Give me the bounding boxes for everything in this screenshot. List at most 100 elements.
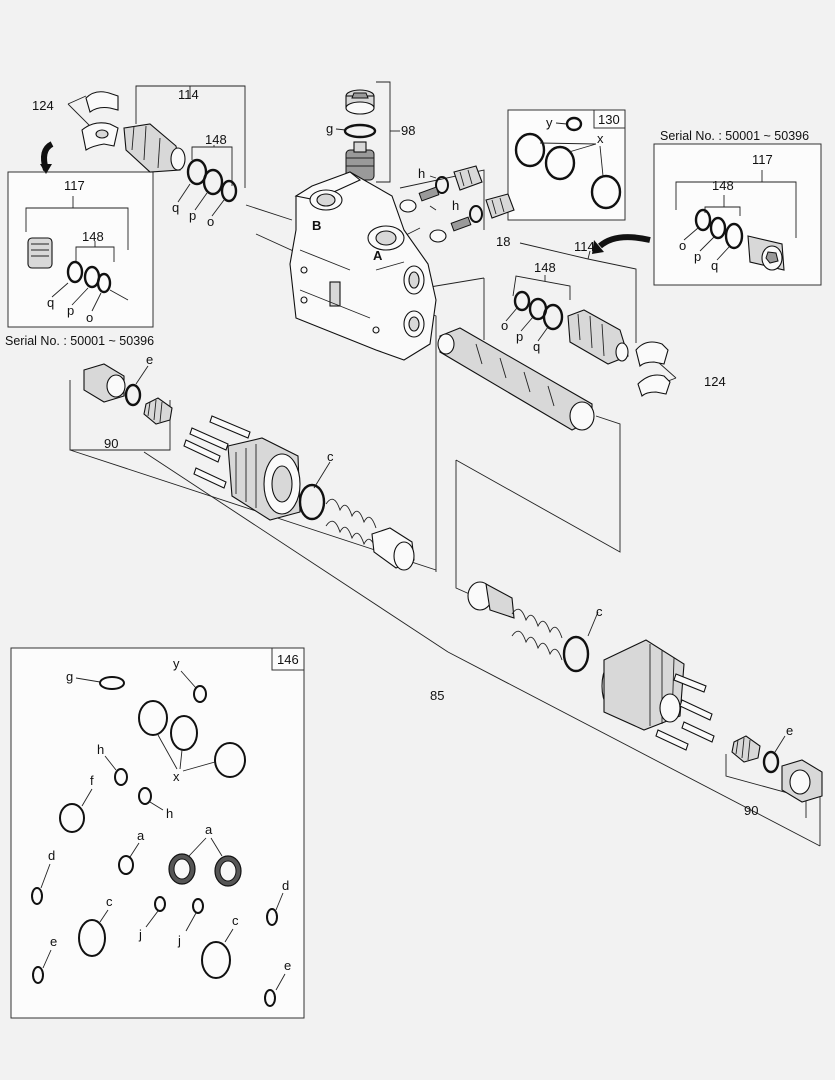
kit-label-f: f (90, 773, 94, 788)
kit-label-d-2: d (282, 878, 289, 893)
ring-p-top (202, 168, 224, 196)
cap-90-right (781, 759, 823, 803)
ring-label-q-right: q (711, 258, 718, 273)
ring-q-mid (542, 303, 564, 331)
kit-ring-g (99, 676, 125, 690)
kit-ring-c-1 (78, 919, 106, 957)
kit-ring-c-2 (201, 941, 231, 979)
callout-h-lower: h (452, 198, 459, 213)
ring-c-left (298, 483, 326, 521)
callout-g-top: g (326, 121, 333, 136)
spring-right (511, 608, 563, 661)
ring-label-o-right: o (679, 238, 686, 253)
kit-label-e-2: e (284, 958, 291, 973)
kit-label-j-1: j (138, 927, 142, 942)
serial-note-right: Serial No. : 50001 ~ 50396 (660, 129, 809, 143)
ring-label-p-left: p (67, 303, 74, 318)
spring-cover-right (601, 639, 685, 731)
callout-130: 130 (598, 112, 620, 127)
cap-90-left (83, 363, 126, 403)
callout-146: 146 (277, 652, 299, 667)
kit-label-a-1: a (137, 828, 145, 843)
ring-q-left (66, 260, 84, 284)
clamp-124-left (81, 91, 119, 151)
callout-117-right: 117 (752, 152, 773, 167)
kit-label-d-1: d (48, 848, 55, 863)
kit-ring-f (59, 803, 85, 833)
clamp-124-right (635, 341, 671, 398)
ring-e-left (124, 383, 142, 407)
callout-85: 85 (430, 688, 444, 703)
port-label-b: B (312, 218, 321, 233)
kit-ring-j-2 (192, 898, 204, 914)
callout-148-top: 148 (205, 132, 227, 147)
callout-c-left: c (327, 449, 334, 464)
ring-x-130-c (590, 174, 622, 210)
ring-q-right (724, 222, 744, 250)
callout-c-right: c (596, 604, 603, 619)
spring-left (325, 498, 377, 551)
ring-o-right (694, 208, 712, 232)
callout-e-left: e (146, 352, 153, 367)
inset-box-146: 146 g y x h h f a a (10, 647, 305, 1019)
kit-label-x: x (173, 769, 180, 784)
inset-box-117-left: 117 148 q p o (7, 171, 154, 328)
kit-label-h-1: h (97, 742, 104, 757)
kit-seal-a-1 (168, 853, 196, 885)
inset-box-130: 130 y x (507, 109, 626, 221)
kit-label-a-2: a (205, 822, 213, 837)
ring-x-130-b (544, 145, 576, 181)
ring-label-x-130: x (597, 131, 604, 146)
callout-90-left: 90 (104, 436, 118, 451)
callout-124-right: 124 (704, 374, 726, 389)
ring-label-o-mid: o (501, 318, 508, 333)
kit-ring-y (193, 685, 207, 703)
kit-label-j-2: j (177, 933, 181, 948)
ring-e-right (762, 750, 780, 774)
ring-g-top (343, 123, 377, 139)
callout-98: 98 (401, 123, 415, 138)
kit-ring-d-2 (266, 908, 278, 926)
kit-ring-h-2 (138, 787, 152, 805)
relief-valve-114-left (123, 123, 186, 173)
kit-ring-a-small (118, 855, 134, 875)
arrow-curve-right (598, 234, 651, 249)
spring-adjuster-right (731, 735, 761, 763)
check-poppet-upper: h (399, 165, 483, 213)
kit-ring-j-1 (154, 896, 166, 912)
spring-adjuster-left (143, 397, 173, 425)
arrow-head-right (592, 240, 604, 254)
callout-148-left: 148 (82, 229, 104, 244)
kit-ring-e-1 (32, 966, 44, 984)
check-poppet-lower: h (429, 193, 515, 243)
main-spool (437, 327, 595, 431)
kit-seal-a-2 (214, 855, 242, 887)
ring-x-130-a (514, 132, 546, 168)
port-label-a: A (373, 248, 383, 263)
ring-label-p-mid: p (516, 329, 523, 344)
ring-p-right (709, 216, 727, 240)
plug-117-right (747, 235, 785, 271)
callout-90-right: 90 (744, 803, 758, 818)
kit-ring-x-3 (214, 742, 246, 778)
arrow-head-left (40, 164, 52, 174)
kit-label-g: g (66, 669, 73, 684)
ring-label-y-130: y (546, 115, 553, 130)
kit-ring-x-1 (138, 700, 168, 736)
ring-q-top (186, 158, 208, 186)
kit-ring-h-1 (114, 768, 128, 786)
ring-o-top (220, 179, 238, 203)
bolts-right (655, 673, 715, 751)
kit-ring-e-2 (264, 989, 276, 1007)
kit-ring-d-1 (31, 887, 43, 905)
ring-label-q-mid: q (533, 339, 540, 354)
spring-cover-left (227, 437, 301, 521)
kit-ring-x-2 (170, 715, 198, 751)
kit-label-h-2: h (166, 806, 173, 821)
spring-seat-right (467, 581, 515, 619)
callout-114-top: 114 (178, 87, 199, 102)
callout-148-right: 148 (712, 178, 734, 193)
kit-label-c-2: c (232, 913, 239, 928)
